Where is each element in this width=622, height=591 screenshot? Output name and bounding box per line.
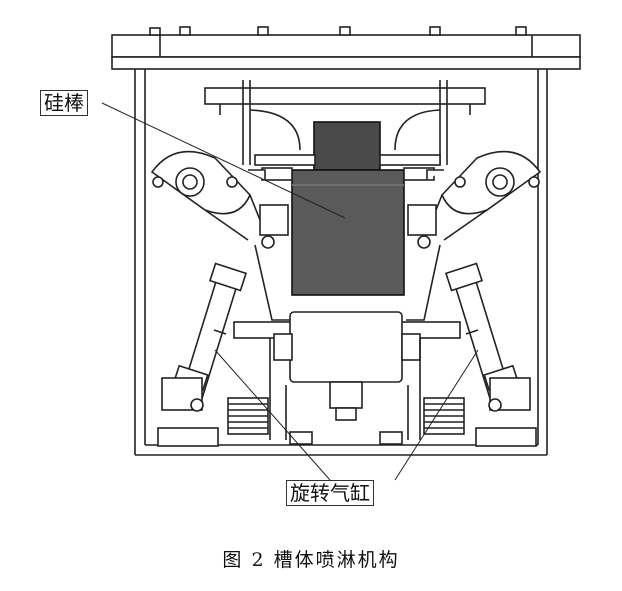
leader-lines [101, 102, 479, 481]
rotary-cylinder-label: 旋转气缸 [286, 480, 374, 506]
top-cover-plate [111, 26, 581, 70]
left-rotary-cylinder [161, 262, 248, 412]
clamp-bar [254, 154, 441, 181]
left-swing-arm [150, 150, 275, 249]
left-nozzle-array [227, 397, 269, 435]
bottom-feet [157, 427, 537, 447]
right-swing-arm [417, 150, 542, 249]
hanger-rods [242, 80, 448, 165]
silicon-rod [291, 121, 405, 296]
guide-plates [254, 204, 441, 321]
silicon-rod-label: 硅棒 [40, 90, 88, 116]
spray-box [233, 311, 461, 440]
figure-caption: 图 2 槽体喷淋机构 [222, 549, 400, 571]
cover-bolts [149, 26, 527, 36]
top-rail [204, 87, 486, 115]
right-rotary-cylinder [444, 262, 531, 412]
